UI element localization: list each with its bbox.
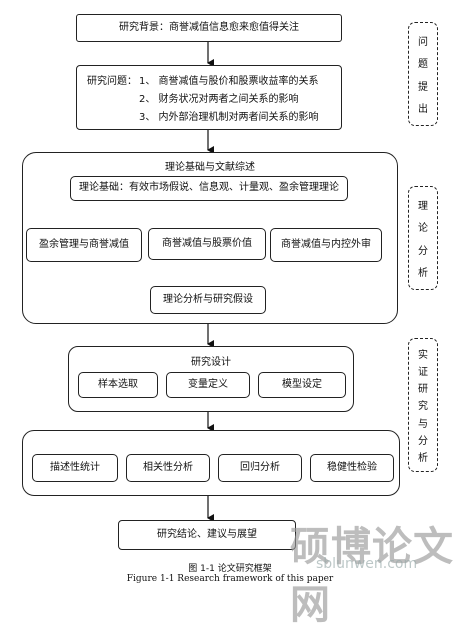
- hypothesis-text: 理论分析与研究假设: [163, 293, 253, 305]
- topic-internal-control-box: 商誉减值与内控外审: [270, 228, 382, 262]
- side-char: 与: [418, 418, 428, 430]
- topic-earnings-management-text: 盈余管理与商誉减值: [39, 238, 129, 250]
- side-char: 出: [418, 104, 428, 116]
- topic-stock-value-box: 商誉减值与股票价值: [148, 228, 266, 260]
- watermark-url: sblunwen.com: [316, 556, 418, 572]
- theory-title: 理论基础与文献综述: [165, 162, 255, 173]
- side-char: 论: [418, 223, 428, 235]
- side-char: 理: [418, 200, 428, 212]
- research-background-text: 研究背景：商誉减值信息愈来愈值得关注: [119, 21, 299, 33]
- empirical-regression-text: 回归分析: [240, 461, 280, 473]
- topic-stock-value-text: 商誉减值与股票价值: [162, 237, 252, 249]
- side-char: 究: [418, 401, 428, 413]
- empirical-descriptive-text: 描述性统计: [50, 461, 100, 473]
- design-sample-text: 样本选取: [98, 378, 138, 390]
- design-variable-box: 变量定义: [166, 372, 250, 398]
- figure-caption-en: Figure 1-1 Research framework of this pa…: [126, 574, 334, 584]
- empirical-correlation-text: 相关性分析: [143, 461, 193, 473]
- conclusion-box: 研究结论、建议与展望: [118, 520, 296, 550]
- figure-caption-cn: 图 1-1 论文研究框架: [188, 564, 272, 574]
- side-char: 实: [418, 350, 428, 362]
- topic-earnings-management-box: 盈余管理与商誉减值: [26, 228, 142, 262]
- side-char: 题: [418, 59, 428, 71]
- design-model-text: 模型设定: [282, 378, 322, 390]
- side-label-problem: 问 题 提 出: [408, 22, 438, 126]
- side-label-empirical: 实 证 研 究 与 分 析: [408, 338, 438, 472]
- side-char: 研: [418, 384, 428, 396]
- empirical-regression-box: 回归分析: [218, 454, 302, 482]
- side-label-theory: 理 论 分 析: [408, 186, 438, 290]
- design-model-box: 模型设定: [258, 372, 346, 398]
- conclusion-text: 研究结论、建议与展望: [157, 528, 257, 540]
- research-question-1: 1、 商誉减值与股价和股票收益率的关系: [139, 76, 319, 87]
- research-questions-box: 研究问题： 1、 商誉减值与股价和股票收益率的关系 2、 财务状况对两者之间关系…: [76, 65, 342, 130]
- empirical-correlation-box: 相关性分析: [126, 454, 210, 482]
- side-char: 证: [418, 367, 428, 379]
- empirical-robustness-text: 稳健性检验: [327, 461, 377, 473]
- research-questions-prefix: 研究问题：: [87, 76, 137, 87]
- theory-foundation-text: 理论基础：有效市场假说、信息观、计量观、盈余管理理论: [79, 182, 339, 194]
- topic-internal-control-text: 商誉减值与内控外审: [281, 238, 371, 250]
- empirical-descriptive-box: 描述性统计: [32, 454, 118, 482]
- hypothesis-box: 理论分析与研究假设: [150, 286, 266, 314]
- side-char: 析: [418, 452, 428, 464]
- theory-foundation-box: 理论基础：有效市场假说、信息观、计量观、盈余管理理论: [70, 176, 348, 201]
- research-question-3: 3、 内外部治理机制对两者间关系的影响: [139, 112, 319, 123]
- side-char: 提: [418, 81, 428, 93]
- side-char: 析: [418, 268, 428, 280]
- design-sample-box: 样本选取: [78, 372, 158, 398]
- research-question-2: 2、 财务状况对两者之间关系的影响: [139, 94, 299, 105]
- design-variable-text: 变量定义: [188, 378, 228, 390]
- research-background-box: 研究背景：商誉减值信息愈来愈值得关注: [76, 14, 342, 42]
- design-title: 研究设计: [191, 357, 231, 368]
- empirical-robustness-box: 稳健性检验: [310, 454, 394, 482]
- side-char: 分: [418, 245, 428, 257]
- side-char: 分: [418, 435, 428, 447]
- side-char: 问: [418, 36, 428, 48]
